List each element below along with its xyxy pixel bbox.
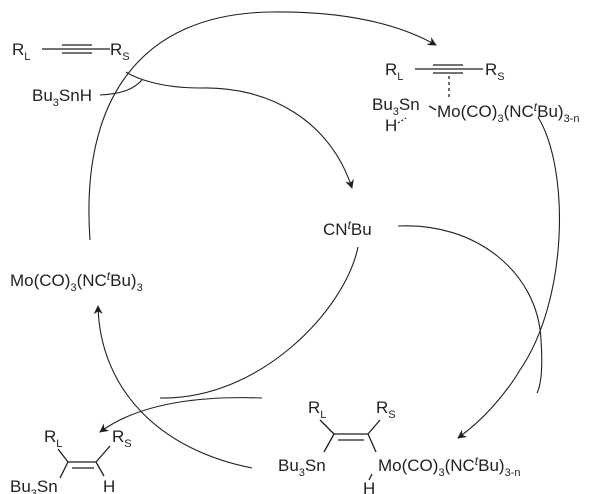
- arc-tin-hydride-entry: [99, 79, 143, 96]
- alkyne-r-large: RL: [12, 40, 30, 63]
- vinyl-complex-r-small: RS: [376, 398, 396, 421]
- h-mo-bond: [397, 117, 407, 124]
- product-r-large: RL: [44, 427, 62, 450]
- vinyl-stannane-complex: RL RS Bu3Sn Mo(CO)3(NCtBu)3-n H: [278, 398, 521, 494]
- vinyl-complex-tin-label: Bu3Sn: [278, 456, 326, 479]
- arc-reagents-to-isocyanide: [125, 71, 354, 189]
- arc-product-release: [99, 397, 263, 433]
- alkyne-r-small: RS: [110, 40, 130, 63]
- vinyl-complex-hydride: H: [363, 479, 375, 494]
- pi-complex-r-small: RS: [485, 60, 505, 83]
- vinyl-complex-r-large: RL: [308, 398, 326, 421]
- alkyne-substrate: RL RS: [12, 40, 130, 63]
- arc-isocyanide-release: [397, 225, 543, 394]
- pi-complex-metal-label: Mo(CO)3(NCtBu)3-n: [437, 100, 580, 125]
- sn-mo-bond: [428, 105, 437, 111]
- arc-catalyst-to-pi-complex: [88, 11, 437, 241]
- arc-pi-complex-to-vinyl-complex: [457, 116, 560, 439]
- product-r-small: RS: [112, 427, 132, 450]
- arc-catalyst-to-isocyanide: [159, 246, 359, 399]
- pi-complex-tin-label: Bu3Sn: [372, 95, 420, 118]
- vinylstannane-product: RL RS Bu3Sn H: [10, 427, 132, 494]
- isocyanide-label: CNtBu: [323, 218, 372, 239]
- pi-complex-hydride: H: [385, 116, 397, 135]
- product-tin-label: Bu3Sn: [10, 477, 58, 494]
- tin-hydride-label: Bu3SnH: [32, 86, 92, 109]
- vinyl-complex-metal-label: Mo(CO)3(NCtBu)3-n: [378, 454, 521, 479]
- alkyne-pi-complex: RL RS Bu3Sn H Mo(CO)3(NCtBu)3-n: [372, 60, 580, 135]
- pi-complex-r-large: RL: [385, 60, 403, 83]
- catalyst-label: Mo(CO)3(NCtBu)3: [10, 269, 143, 294]
- product-hydrogen: H: [103, 477, 115, 494]
